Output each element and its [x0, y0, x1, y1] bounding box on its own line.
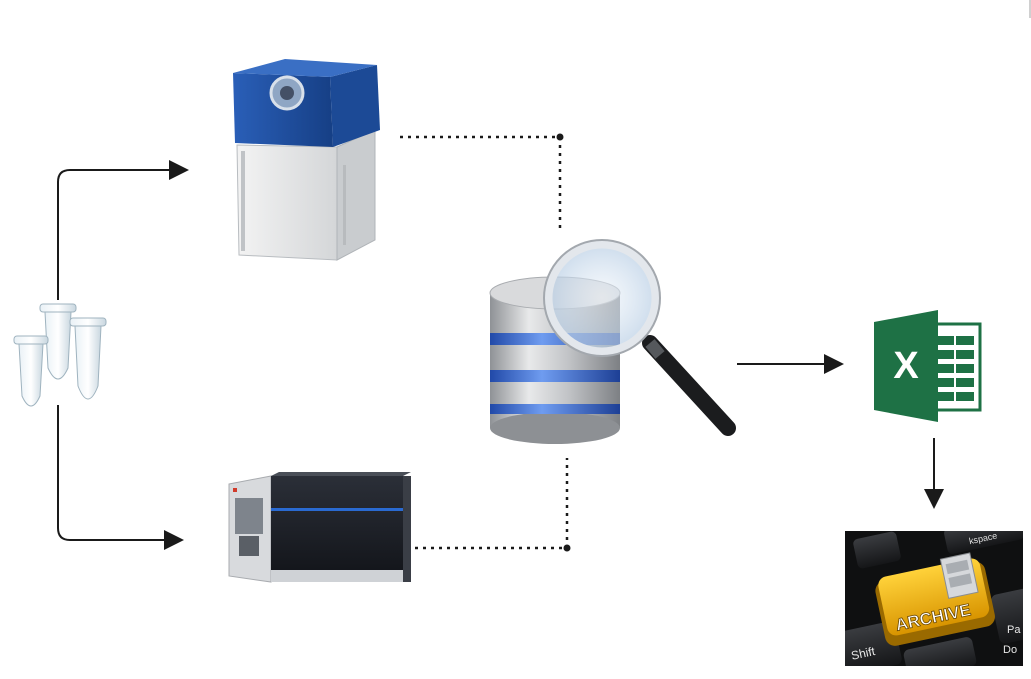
edge-divider [1029, 0, 1031, 18]
excel-icon: X [874, 310, 982, 422]
dotted-link-top-node [556, 133, 564, 141]
sample-tubes-icon [13, 303, 107, 407]
excel-letter: X [893, 345, 919, 387]
arrow-to-mass-spec-bottom [57, 405, 184, 550]
mass-spectrometer-bottom-icon [228, 472, 411, 583]
dotted-link-top [400, 135, 562, 228]
archive-key-image: ARCHIVE Shift kspace Pa Do [845, 531, 1023, 666]
page-key-label-2: Do [1003, 644, 1017, 656]
keyboard-icon: ARCHIVE Shift kspace Pa Do [845, 531, 1023, 666]
database-search-icon [489, 239, 736, 444]
dotted-link-bottom [415, 458, 569, 550]
page-key-label-1: Pa [1007, 624, 1021, 636]
arrow-to-mass-spec-top [57, 160, 189, 300]
dotted-link-bottom-node [563, 544, 571, 552]
shift-key-label: Shift [850, 644, 877, 663]
mass-spectrometer-top-icon [233, 59, 380, 261]
